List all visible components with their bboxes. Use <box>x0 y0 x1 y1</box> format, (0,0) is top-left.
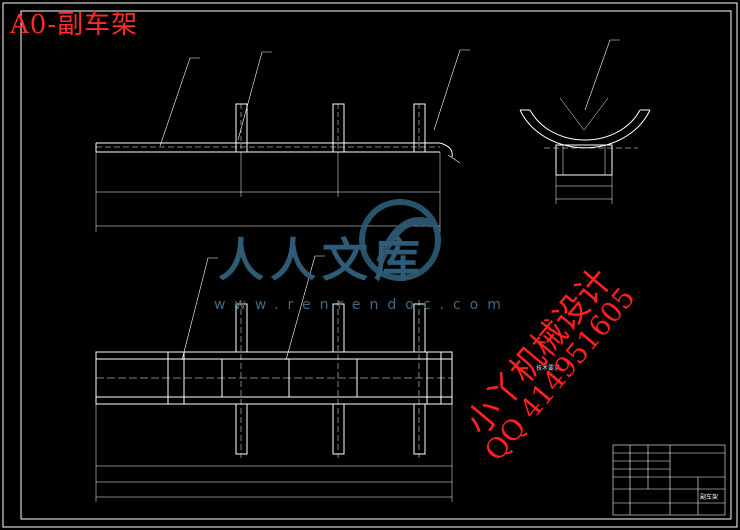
side-view <box>519 39 651 204</box>
inner-border <box>20 10 732 520</box>
title-block <box>612 444 726 516</box>
watermark-domain: www.renrendoc.com <box>214 297 510 313</box>
title-block-name: 副车架 <box>700 494 719 501</box>
drawing-title: A0-副车架 <box>10 10 139 40</box>
notes-title: 技术要求 <box>536 365 561 372</box>
technical-notes: 技术要求 <box>530 364 560 373</box>
watermark-logo <box>359 199 441 281</box>
watermark-brand: 人人文库 <box>218 233 426 287</box>
plan-view <box>95 255 453 502</box>
front-view <box>95 49 470 232</box>
